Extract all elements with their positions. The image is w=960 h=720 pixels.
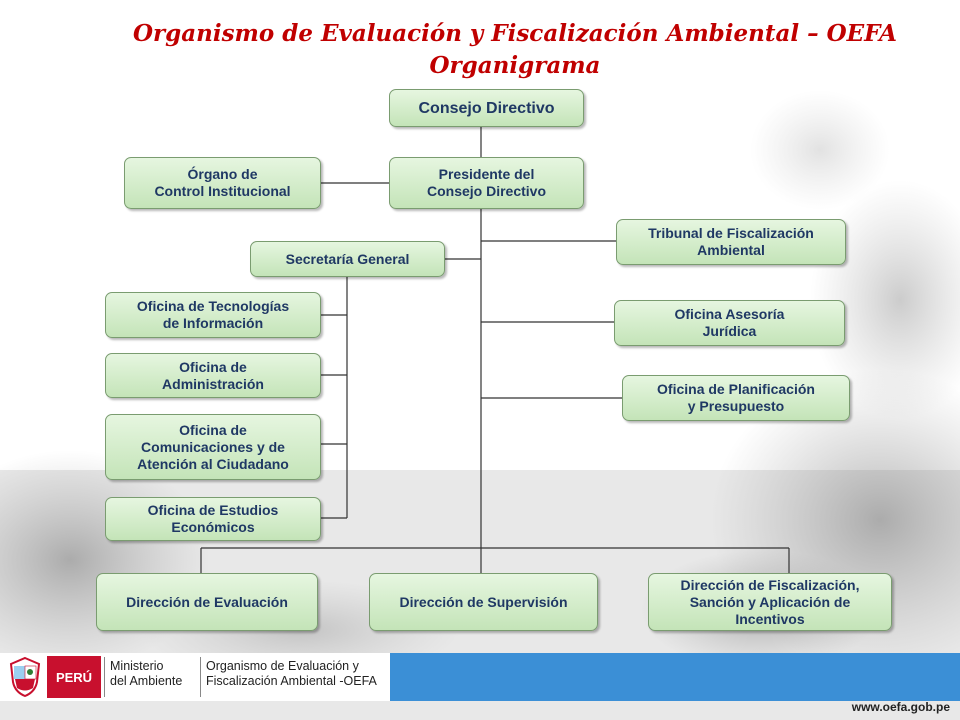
node-direccion-evaluacion[interactable]: Dirección de Evaluación [96, 573, 318, 631]
node-oficina-administracion[interactable]: Oficina de Administración [105, 353, 321, 398]
peru-coat-of-arms-icon [9, 656, 41, 698]
node-presidente[interactable]: Presidente del Consejo Directivo [389, 157, 584, 209]
node-oficina-asesoria[interactable]: Oficina Asesoría Jurídica [614, 300, 845, 346]
title-line-2: Organigrama [429, 52, 601, 79]
footer-organismo: Organismo de Evaluación y Fiscalización … [206, 659, 377, 688]
footer-divider-1 [104, 657, 105, 697]
node-organo-control[interactable]: Órgano de Control Institucional [124, 157, 321, 209]
title-line-1: Organismo de Evaluación y Fiscalización … [133, 20, 897, 47]
node-tribunal[interactable]: Tribunal de Fiscalización Ambiental [616, 219, 846, 265]
node-secretaria-general[interactable]: Secretaría General [250, 241, 445, 277]
node-oficina-estudios[interactable]: Oficina de Estudios Económicos [105, 497, 321, 541]
footer-ministerio: Ministerio del Ambiente [110, 659, 183, 688]
footer-divider-2 [200, 657, 201, 697]
footer-url[interactable]: www.oefa.gob.pe [851, 700, 950, 714]
node-oficina-tecnologias[interactable]: Oficina de Tecnologías de Información [105, 292, 321, 338]
peru-logo: PERÚ [47, 656, 101, 698]
page-title: Organismo de Evaluación y Fiscalización … [0, 18, 960, 82]
node-consejo-directivo[interactable]: Consejo Directivo [389, 89, 584, 127]
node-oficina-comunicaciones[interactable]: Oficina de Comunicaciones y de Atención … [105, 414, 321, 480]
node-direccion-supervision[interactable]: Dirección de Supervisión [369, 573, 598, 631]
node-direccion-fiscalizacion[interactable]: Dirección de Fiscalización, Sanción y Ap… [648, 573, 892, 631]
node-oficina-planificacion[interactable]: Oficina de Planificación y Presupuesto [622, 375, 850, 421]
